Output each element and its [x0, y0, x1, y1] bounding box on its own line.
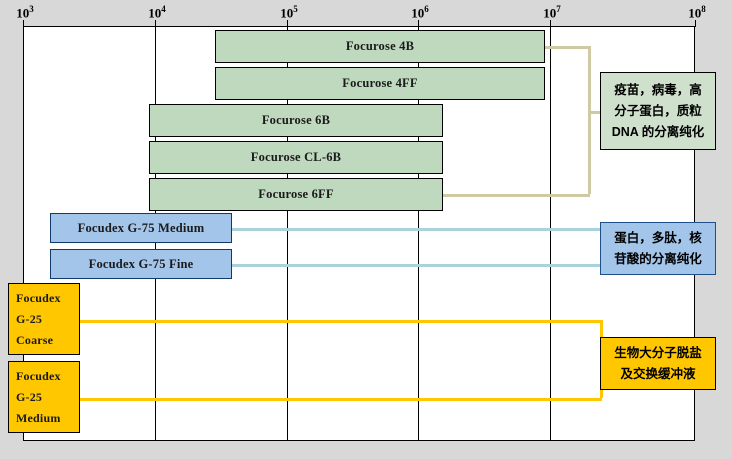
annotation-line: 分子蛋白，质粒: [614, 103, 702, 118]
axis-label-1e3: 103: [16, 4, 34, 21]
bar-label-line: G-25: [16, 311, 43, 326]
axis-label-1e4: 104: [148, 4, 166, 21]
annotation-agarose: 疫苗，病毒，高 分子蛋白，质粒 DNA 的分离纯化: [600, 72, 716, 150]
connector-g75-bottom: [232, 264, 602, 267]
axis-tick-1e6: [418, 20, 419, 27]
axis-tick-1e5: [287, 20, 288, 27]
axis-tick-1e8: [695, 20, 696, 27]
axis-label-1e8: 108: [688, 4, 706, 21]
axis-label-1e7: 107: [543, 4, 561, 21]
bar-label-line: Medium: [16, 410, 61, 425]
gridline-1e7: [550, 26, 551, 441]
annotation-line: DNA 的分离纯化: [611, 124, 705, 139]
bar-label-line: Focudex: [16, 290, 61, 305]
annotation-line: 蛋白，多肽，核: [614, 230, 702, 245]
annotation-dextran-g25: 生物大分子脱盐 及交换缓冲液: [600, 337, 716, 390]
bar-label-line: G-25: [16, 389, 43, 404]
bar-focurose-4ff[interactable]: Focurose 4FF: [215, 67, 545, 100]
bar-label-line: Coarse: [16, 332, 54, 347]
axis-label-1e5: 105: [280, 4, 298, 21]
connector-agarose-bottom: [443, 194, 590, 197]
x-axis-line: [23, 26, 695, 27]
bar-focudex-g75-fine[interactable]: Focudex G-75 Fine: [50, 249, 232, 279]
connector-g75-top: [232, 228, 602, 231]
bar-focudex-g75-medium[interactable]: Focudex G-75 Medium: [50, 213, 232, 243]
connector-agarose-vertical: [588, 46, 591, 194]
gridline-1e6: [418, 26, 419, 441]
axis-label-1e6: 106: [411, 4, 429, 21]
connector-agarose-to-box: [588, 111, 602, 114]
connector-agarose-top: [545, 46, 590, 49]
bar-label-line: Focudex: [16, 368, 61, 383]
bar-focudex-g25-coarse[interactable]: Focudex G-25 Coarse: [8, 283, 80, 355]
annotation-dextran-g75: 蛋白，多肽，核 苷酸的分离纯化: [600, 222, 716, 275]
axis-tick-1e4: [155, 20, 156, 27]
annotation-line: 生物大分子脱盐: [614, 345, 702, 360]
bar-focurose-6ff[interactable]: Focurose 6FF: [149, 178, 443, 211]
connector-g25-bottom: [80, 398, 602, 401]
annotation-line: 苷酸的分离纯化: [614, 251, 702, 266]
gridline-1e5: [287, 26, 288, 441]
axis-tick-1e7: [550, 20, 551, 27]
bar-focudex-g25-medium[interactable]: Focudex G-25 Medium: [8, 361, 80, 433]
connector-g25-top: [80, 320, 602, 323]
annotation-line: 及交换缓冲液: [620, 366, 696, 381]
axis-tick-1e3: [23, 20, 24, 27]
bar-focurose-cl-6b[interactable]: Focurose CL-6B: [149, 141, 443, 174]
annotation-line: 疫苗，病毒，高: [614, 82, 702, 97]
bar-focurose-4b[interactable]: Focurose 4B: [215, 30, 545, 63]
bar-focurose-6b[interactable]: Focurose 6B: [149, 104, 443, 137]
